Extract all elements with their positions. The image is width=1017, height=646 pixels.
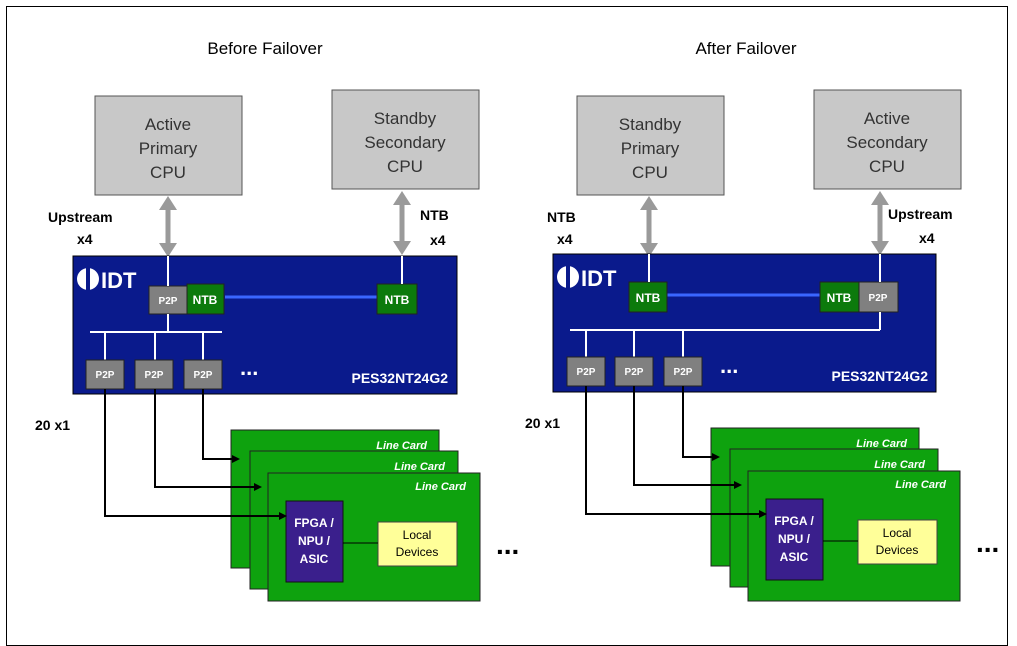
p2p-port: P2P: [194, 370, 213, 381]
cpu-label-line: CPU: [387, 157, 423, 176]
standby-secondary-cpu: Standby Secondary CPU: [331, 89, 480, 190]
ntb-port: NTB: [636, 291, 661, 305]
p2p-port: P2P: [674, 367, 693, 378]
local-label-line: Devices: [396, 545, 439, 559]
ntb-port: NTB: [827, 291, 852, 305]
before-failover-panel: Before Failover Active Primary CPU Stand…: [35, 39, 519, 602]
double-arrow-icon: [871, 191, 889, 255]
cpu-label-line: CPU: [869, 157, 905, 176]
downstream-label: 20 x1: [35, 417, 70, 433]
double-arrow-icon: [393, 191, 411, 255]
more-cards-ellipsis: ...: [496, 529, 519, 560]
p2p-port: P2P: [145, 370, 164, 381]
ntb-link-label: NTB: [420, 207, 449, 223]
p2p-port: P2P: [869, 293, 888, 304]
active-primary-cpu: Active Primary CPU: [94, 95, 243, 196]
line-card-label: Line Card: [895, 479, 946, 491]
p2p-port: P2P: [159, 296, 178, 307]
cpu-label-line: Active: [864, 109, 910, 128]
cpu-label-line: Secondary: [846, 133, 928, 152]
fpga-label-line: FPGA /: [294, 516, 334, 530]
double-arrow-icon: [159, 196, 177, 257]
cpu-label-line: Standby: [374, 109, 437, 128]
fpga-label-line: ASIC: [780, 550, 809, 564]
after-failover-panel: After Failover Standby Primary CPU Activ…: [525, 39, 999, 602]
fpga-label-line: NPU /: [778, 532, 811, 546]
line-card-label: Line Card: [856, 438, 907, 450]
cpu-label-line: CPU: [632, 163, 668, 182]
ntb-link-label: NTB: [547, 209, 576, 225]
line-card: Line Card FPGA / NPU / ASIC Local Device…: [747, 470, 961, 602]
local-label-line: Local: [403, 528, 432, 542]
fpga-label-line: ASIC: [300, 552, 329, 566]
logo-text: IDT: [581, 266, 617, 291]
part-number: PES32NT24G2: [832, 368, 929, 384]
ntb-link-width: x4: [557, 231, 573, 247]
line-card-label: Line Card: [415, 481, 466, 493]
ntb-port: NTB: [385, 293, 410, 307]
ntb-link-width: x4: [430, 232, 446, 248]
idt-logo: IDT: [557, 264, 617, 291]
upstream-width: x4: [77, 231, 93, 247]
upstream-width: x4: [919, 230, 935, 246]
cpu-label-line: Active: [145, 115, 191, 134]
cpu-label-line: Primary: [621, 139, 680, 158]
panel-title: Before Failover: [207, 39, 323, 58]
double-arrow-icon: [640, 196, 658, 257]
local-label-line: Devices: [876, 543, 919, 557]
fpga-label-line: FPGA /: [774, 514, 814, 528]
downstream-label: 20 x1: [525, 415, 560, 431]
line-card-label: Line Card: [874, 459, 925, 471]
pcie-switch-chip: IDT P2P NTB NTB P2P P2P P2P ... PES32NT2: [72, 255, 458, 395]
more-ports-ellipsis: ...: [240, 355, 258, 380]
cpu-label-line: Secondary: [364, 133, 446, 152]
line-card-label: Line Card: [394, 461, 445, 473]
panel-title: After Failover: [695, 39, 796, 58]
cpu-label-line: Primary: [139, 139, 198, 158]
line-card-label: Line Card: [376, 440, 427, 452]
cpu-label-line: CPU: [150, 163, 186, 182]
failover-diagram: Before Failover Active Primary CPU Stand…: [35, 39, 999, 602]
line-card: Line Card FPGA / NPU / ASIC Local Device…: [267, 472, 481, 602]
upstream-label: Upstream: [888, 206, 953, 222]
p2p-port: P2P: [577, 367, 596, 378]
more-cards-ellipsis: ...: [976, 527, 999, 558]
logo-text: IDT: [101, 268, 137, 293]
fpga-label-line: NPU /: [298, 534, 331, 548]
local-label-line: Local: [883, 526, 912, 540]
standby-primary-cpu: Standby Primary CPU: [576, 95, 725, 196]
p2p-port: P2P: [625, 367, 644, 378]
part-number: PES32NT24G2: [352, 370, 449, 386]
pcie-switch-chip: IDT NTB NTB P2P P2P P2P P2P ... PES32NT2…: [552, 253, 937, 393]
active-secondary-cpu: Active Secondary CPU: [813, 89, 962, 190]
p2p-port: P2P: [96, 370, 115, 381]
ntb-port: NTB: [193, 293, 218, 307]
upstream-label: Upstream: [48, 209, 113, 225]
cpu-label-line: Standby: [619, 115, 682, 134]
more-ports-ellipsis: ...: [720, 353, 738, 378]
idt-logo: IDT: [77, 266, 137, 293]
